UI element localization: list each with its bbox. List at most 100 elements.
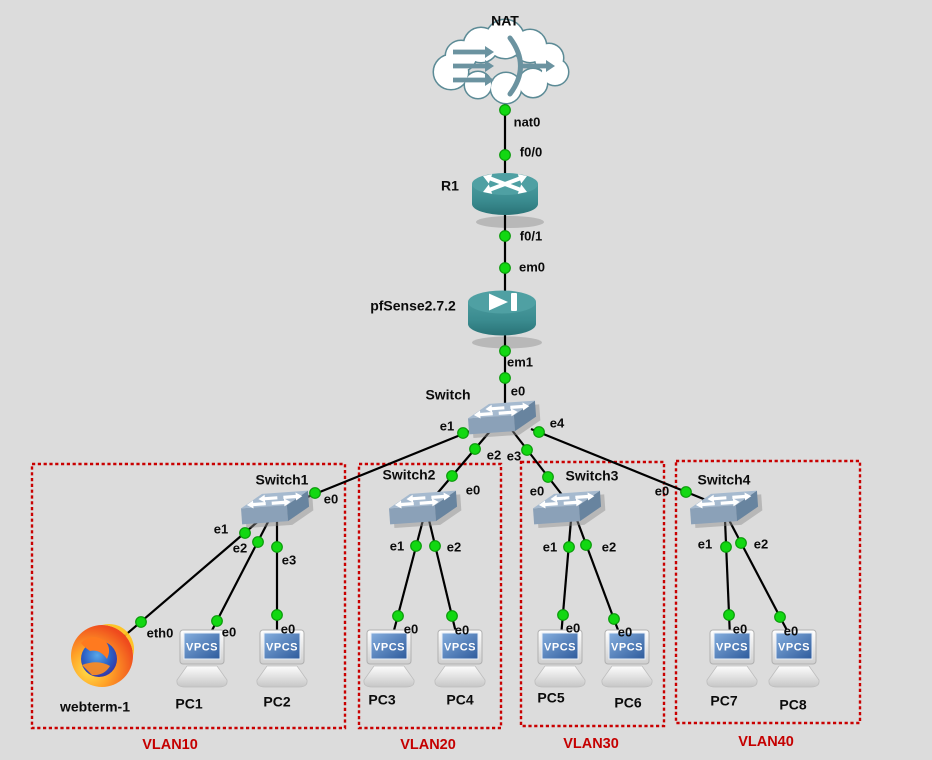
vlan-zone-vlan10[interactable] <box>30 462 347 730</box>
status-dot-switch-switch3-e0 <box>542 471 554 483</box>
status-dot-switch-switch2-e0 <box>446 470 458 482</box>
status-dot-switch-switch4-e0 <box>680 486 692 498</box>
node-label-pc3: PC3 <box>368 692 395 708</box>
port-label-switch4-pc7-e0: e0 <box>733 621 747 636</box>
vlan-zone-vlan30[interactable] <box>519 460 666 728</box>
node-label-webterm-1: webterm-1 <box>59 699 130 715</box>
node-label-pfsense: pfSense2.7.2 <box>370 298 456 314</box>
port-label-switch1-pc1-e0: e0 <box>222 624 236 639</box>
vlan-zone-vlan20[interactable] <box>357 462 503 730</box>
port-label-r1-pfsense-f0-1: f0/1 <box>520 228 542 243</box>
node-pc1[interactable]: VPCS <box>176 629 228 688</box>
vpcs-screen-text: VPCS <box>266 641 298 653</box>
vpcs-screen-text: VPCS <box>716 641 748 653</box>
port-label-switch1-webterm-e1: e1 <box>214 521 228 536</box>
node-switch4[interactable] <box>689 490 763 529</box>
status-dot-switch2-pc3-e0 <box>392 610 404 622</box>
node-label-switch4: Switch4 <box>698 472 751 488</box>
vpcs-screen-text: VPCS <box>544 641 576 653</box>
node-label-r1: R1 <box>441 178 459 194</box>
node-switch3[interactable] <box>532 490 606 529</box>
port-label-switch-switch4-e0: e0 <box>655 483 669 498</box>
port-label-switch2-pc4-e0: e0 <box>455 622 469 637</box>
node-pc2[interactable]: VPCS <box>256 629 308 688</box>
port-label-switch2-pc4-e2: e2 <box>447 539 461 554</box>
status-dot-switch4-pc8-e0 <box>774 611 786 623</box>
port-label-switch-switch1-e0: e0 <box>324 491 338 506</box>
node-pfsense[interactable] <box>468 290 542 349</box>
port-label-switch-switch2-e2: e2 <box>487 447 501 462</box>
node-label-pc2: PC2 <box>263 694 290 710</box>
status-dot-switch2-pc4-e2 <box>429 540 441 552</box>
node-switch[interactable] <box>467 400 541 439</box>
status-dot-switch2-pc3-e1 <box>410 540 422 552</box>
node-label-pc7: PC7 <box>710 693 737 709</box>
node-label-nat: NAT <box>491 13 519 29</box>
node-label-switch: Switch <box>425 387 470 403</box>
status-dot-switch3-pc6-e2 <box>580 539 592 551</box>
port-label-r1-pfsense-em0: em0 <box>519 259 545 274</box>
node-pc5[interactable]: VPCS <box>534 629 586 688</box>
port-label-switch3-pc5-e1: e1 <box>543 539 557 554</box>
vlan-label-vlan10: VLAN10 <box>142 737 198 753</box>
status-dots-layer <box>135 104 786 628</box>
port-label-switch3-pc6-e0: e0 <box>618 624 632 639</box>
node-label-switch1: Switch1 <box>256 472 309 488</box>
vlan-label-vlan20: VLAN20 <box>400 737 456 753</box>
status-dot-pfsense-switch-em1 <box>499 345 511 357</box>
port-label-switch-switch2-e0: e0 <box>466 482 480 497</box>
port-label-nat-r1-f0-0: f0/0 <box>520 144 542 159</box>
vlan-zones-layer <box>30 459 862 730</box>
status-dot-switch1-pc1-e0 <box>211 615 223 627</box>
node-pc4[interactable]: VPCS <box>434 629 486 688</box>
vlan-zone-vlan40[interactable] <box>674 459 862 725</box>
vpcs-screen-text: VPCS <box>444 641 476 653</box>
nodes-layer: VPCS VPCS VPCS VPCS VPCS VPCS VPCS VPCS <box>71 18 820 688</box>
status-dot-nat-r1-nat0 <box>499 104 511 116</box>
port-label-switch-switch4-e4: e4 <box>550 415 565 430</box>
status-dot-switch-switch3-e3 <box>521 444 533 456</box>
node-r1[interactable] <box>472 173 544 228</box>
port-label-switch-switch3-e3: e3 <box>507 448 521 463</box>
status-dot-switch-switch1-e1 <box>457 427 469 439</box>
status-dot-switch-switch1-e0 <box>309 487 321 499</box>
port-label-switch4-pc8-e2: e2 <box>754 536 768 551</box>
node-pc6[interactable]: VPCS <box>601 629 653 688</box>
node-label-pc5: PC5 <box>537 690 564 706</box>
status-dot-switch-switch4-e4 <box>533 426 545 438</box>
status-dot-r1-pfsense-f0-1 <box>499 230 511 242</box>
status-dot-switch1-webterm-e1 <box>239 527 251 539</box>
port-label-pfsense-switch-e0: e0 <box>511 383 525 398</box>
status-dot-switch1-webterm-eth0 <box>135 616 147 628</box>
link-switch-switch4[interactable] <box>530 427 707 502</box>
port-label-switch1-webterm-eth0: eth0 <box>147 625 174 640</box>
port-label-switch3-pc6-e2: e2 <box>602 539 616 554</box>
node-nat[interactable] <box>432 18 570 105</box>
status-dot-r1-pfsense-em0 <box>499 262 511 274</box>
link-switch-switch3[interactable] <box>507 424 567 501</box>
port-label-switch4-pc8-e0: e0 <box>784 623 798 638</box>
status-dot-pfsense-switch-e0 <box>499 372 511 384</box>
node-pc7[interactable]: VPCS <box>706 629 758 688</box>
vpcs-screen-text: VPCS <box>778 641 810 653</box>
node-switch1[interactable] <box>240 490 314 529</box>
node-webterm-1[interactable] <box>71 624 134 687</box>
status-dot-switch1-pc2-e0 <box>271 609 283 621</box>
port-label-pfsense-switch-em1: em1 <box>507 354 533 369</box>
link-switch-switch2[interactable] <box>429 422 498 503</box>
vlan-label-vlan40: VLAN40 <box>738 734 794 750</box>
vpcs-screen-text: VPCS <box>373 641 405 653</box>
node-pc3[interactable]: VPCS <box>363 629 415 688</box>
node-pc8[interactable]: VPCS <box>768 629 820 688</box>
vpcs-screen-text: VPCS <box>611 641 643 653</box>
node-label-pc1: PC1 <box>175 696 202 712</box>
node-label-switch3: Switch3 <box>566 468 619 484</box>
port-label-switch2-pc3-e0: e0 <box>404 621 418 636</box>
status-dot-switch4-pc7-e1 <box>720 541 732 553</box>
node-switch2[interactable] <box>388 490 462 529</box>
node-label-pc4: PC4 <box>446 692 473 708</box>
port-label-switch1-pc2-e3: e3 <box>282 552 296 567</box>
